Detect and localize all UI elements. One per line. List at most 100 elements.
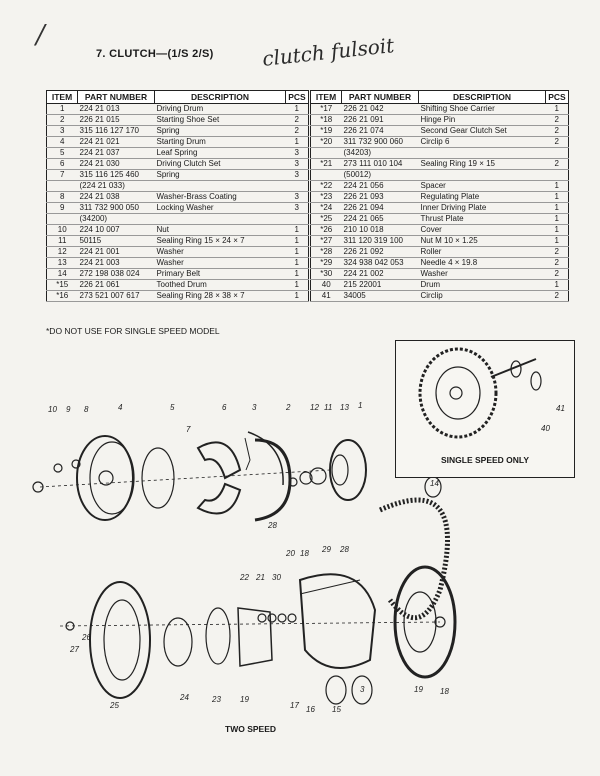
part-number: 311 120 319 100 <box>343 236 403 245</box>
callout-label: 17 <box>290 701 299 710</box>
footnote: *DO NOT USE FOR SINGLE SPEED MODEL <box>46 326 220 336</box>
inset-caption: SINGLE SPEED ONLY <box>440 455 529 465</box>
part-number: 226 21 015 <box>79 115 120 124</box>
part-number: 210 10 018 <box>343 225 384 234</box>
callout-label: 16 <box>306 705 315 714</box>
part-description: Starting Shoe Set <box>156 115 220 124</box>
item-number: *27 <box>320 236 333 245</box>
item-number: 6 <box>60 159 65 168</box>
clutch-shoe-part <box>196 441 242 480</box>
callout-label: 18 <box>440 687 449 696</box>
piece-count: 3 <box>294 192 299 201</box>
item-number: 14 <box>57 269 67 278</box>
item-number: *17 <box>320 104 333 113</box>
item-number: *29 <box>320 258 333 267</box>
piece-count: 1 <box>554 104 559 113</box>
part-description: Locking Washer <box>156 203 214 212</box>
single-speed-inset: 41 40 SINGLE SPEED ONLY <box>395 340 575 478</box>
item-number: 7 <box>60 170 65 179</box>
piece-count: 1 <box>294 104 299 113</box>
part-number: (34203) <box>343 148 372 157</box>
item-number: 1 <box>60 104 65 113</box>
part-description: Washer <box>156 258 184 267</box>
washer-part <box>71 459 81 469</box>
part-description: Sealing Ring 15 × 24 × 7 <box>156 236 245 245</box>
callout-label: 19 <box>240 695 249 704</box>
part-description: Washer-Brass Coating <box>156 192 237 201</box>
part-description: Starting Drum <box>156 137 206 146</box>
cover-part <box>89 581 151 699</box>
table-row: (50012) <box>310 170 569 181</box>
piece-count: 2 <box>554 247 559 256</box>
piece-count: 3 <box>294 203 299 212</box>
item-number: 41 <box>321 291 331 300</box>
piece-count: 1 <box>554 192 559 201</box>
callout-label: 5 <box>170 403 175 412</box>
piece-count: 1 <box>294 291 299 300</box>
part-description: Nut <box>156 225 169 234</box>
section-title: 7. CLUTCH—(1/S 2/S) <box>96 48 214 60</box>
column-header: PCS <box>285 90 309 104</box>
table-row: 2 226 21 015 Starting Shoe Set 2 <box>46 115 309 126</box>
table-row: (34203) <box>310 148 569 159</box>
margin-mark: / <box>36 20 45 50</box>
callout-label: 22 <box>239 573 249 582</box>
part-number: 315 116 125 460 <box>79 170 139 179</box>
callout-label: 6 <box>222 403 227 412</box>
part-description: Drum <box>420 280 441 289</box>
column-header: DESCRIPTION <box>154 90 286 104</box>
piece-count: 1 <box>554 181 559 190</box>
starting-drum-part <box>329 439 367 501</box>
part-number: 224 21 002 <box>343 269 384 278</box>
piece-count: 2 <box>294 115 299 124</box>
part-number: 215 22001 <box>343 280 382 289</box>
piece-count: 1 <box>554 280 559 289</box>
part-description: Leaf Spring <box>156 148 198 157</box>
part-description: Primary Belt <box>156 269 201 278</box>
part-description: Shifting Shoe Carrier <box>420 104 495 113</box>
part-number: 224 21 003 <box>79 258 120 267</box>
piece-count: 1 <box>554 214 559 223</box>
piece-count: 1 <box>294 225 299 234</box>
callout-label: 28 <box>339 545 349 554</box>
driving-drum-part <box>76 435 134 521</box>
part-number: 273 521 007 617 <box>79 291 140 300</box>
column-header: PART NUMBER <box>77 90 155 104</box>
piece-count: 2 <box>554 159 559 168</box>
part-number: 272 198 038 024 <box>79 269 140 278</box>
part-description: Circlip <box>420 291 443 300</box>
toothed-drum-part <box>393 565 457 679</box>
callout-label: 10 <box>48 405 57 414</box>
part-description: Driving Drum <box>156 104 204 113</box>
part-description: Toothed Drum <box>156 280 207 289</box>
part-number: 273 111 010 104 <box>343 159 403 168</box>
piece-count: 1 <box>554 225 559 234</box>
part-number: 315 116 127 170 <box>79 126 139 135</box>
item-number: 3 <box>60 126 65 135</box>
inset-label: 41 <box>556 404 565 413</box>
callout-label: 12 <box>310 403 319 412</box>
item-number: 12 <box>57 247 67 256</box>
callout-label: 15 <box>332 705 341 714</box>
piece-count: 2 <box>554 137 559 146</box>
part-number: 224 21 037 <box>79 148 120 157</box>
item-number: 2 <box>60 115 65 124</box>
